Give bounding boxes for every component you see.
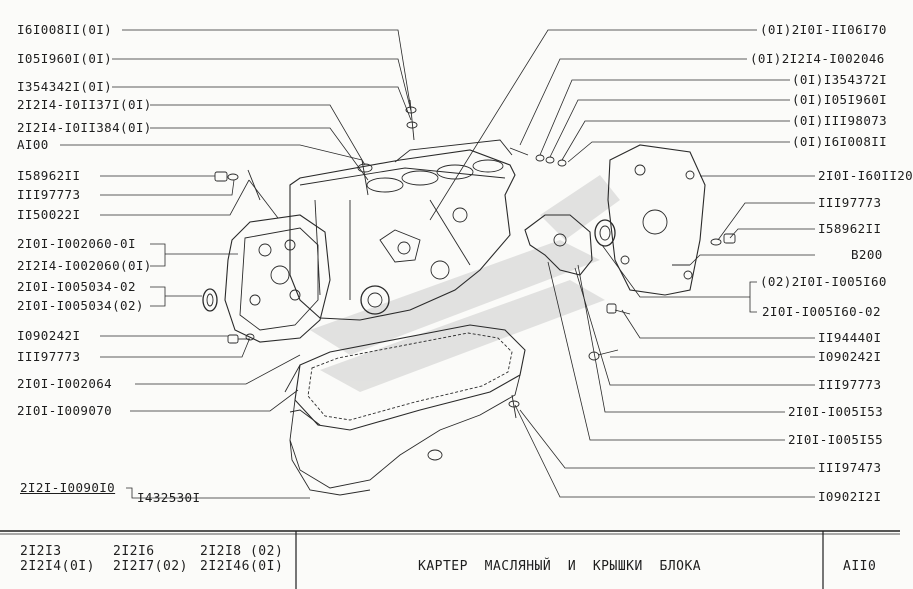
model-code: 2I2I4(0I) — [20, 559, 95, 574]
part-number-label: I354342I(0I) — [17, 79, 113, 94]
part-number-label: (0I)I6I008II — [792, 134, 888, 149]
model-code: 2I2I46(0I) — [200, 559, 284, 574]
model-code: 2I2I3 — [20, 544, 62, 559]
rear-oil-seal-holder-drawing — [509, 147, 631, 361]
part-number-label: I58962II — [17, 168, 81, 183]
part-number-label: 2I2I4-I0II37I(0I) — [17, 97, 152, 112]
part-number-label: III97773 — [818, 377, 882, 392]
part-number-label: I0902I2I — [818, 489, 882, 504]
part-number-label: 2I0I-I005I53 — [788, 404, 884, 419]
part-number-label: I6I008II(0I) — [17, 22, 113, 37]
part-number-label: (02)2I0I-I005I60 — [760, 274, 887, 289]
part-number-label: III97773 — [818, 195, 882, 210]
part-number-label: 2I0I-I005034(02) — [17, 298, 144, 313]
part-number-label: AI00 — [17, 137, 49, 152]
part-number-label: I58962II — [818, 221, 882, 236]
watermark-logo — [310, 175, 620, 392]
part-number-label: 2I0I-I009070 — [17, 403, 113, 418]
part-number-label: 2I0I-I005I55 — [788, 432, 884, 447]
model-code: 2I2I6 — [113, 544, 155, 559]
oil-pan-drawing — [284, 324, 526, 496]
right-leader-lines — [429, 29, 815, 498]
part-number-label: I090242I — [818, 349, 882, 364]
part-number-label: 2I0I-I005034-02 — [17, 279, 136, 294]
left-leader-lines — [60, 29, 412, 499]
part-number-label: (0I)I05I960I — [792, 92, 888, 107]
part-number-label: (0I)2I0I-II06I70 — [760, 22, 887, 37]
part-number-label: I090242I — [17, 328, 81, 343]
part-number-label: (0I)I354372I — [792, 72, 888, 87]
sheet-title: КАРТЕР МАСЛЯНЫЙ И КРЫШКИ БЛОКА — [418, 559, 702, 574]
part-number-label: I432530I — [137, 490, 201, 505]
part-number-label: 2I0I-I002064 — [17, 376, 113, 391]
part-number-label: (0I)2I2I4-I002046 — [750, 51, 885, 66]
part-number-label: B200 — [851, 247, 883, 262]
assembly-number-label: 2I2I-I0090I0 — [20, 480, 116, 495]
title-block-frame — [0, 530, 900, 589]
clutch-cover-plate-drawing — [607, 144, 736, 296]
part-number-label: 2I2I4-I0II384(0I) — [17, 120, 152, 135]
part-number-label: 2I2I4-I002060(0I) — [17, 258, 152, 273]
part-number-label: III97473 — [818, 460, 882, 475]
sheet-code: AII0 — [843, 559, 877, 574]
model-code: 2I2I8 (02) — [200, 544, 284, 559]
engine-block-drawing — [289, 99, 516, 321]
part-number-label: I05I960I(0I) — [17, 51, 113, 66]
part-number-label: (0I)III98073 — [792, 113, 888, 128]
front-cover-drawing — [202, 169, 331, 344]
part-number-label: II50022I — [17, 207, 81, 222]
part-number-label: III97773 — [17, 187, 81, 202]
part-number-label: II94440I — [818, 330, 882, 345]
model-code: 2I2I7(02) — [113, 559, 188, 574]
part-number-label: 2I0I-I002060-0I — [17, 236, 136, 251]
part-number-label: III97773 — [17, 349, 81, 364]
part-number-label: 2I0I-I60II20 — [818, 168, 913, 183]
part-number-label: 2I0I-I005I60-02 — [762, 304, 881, 319]
